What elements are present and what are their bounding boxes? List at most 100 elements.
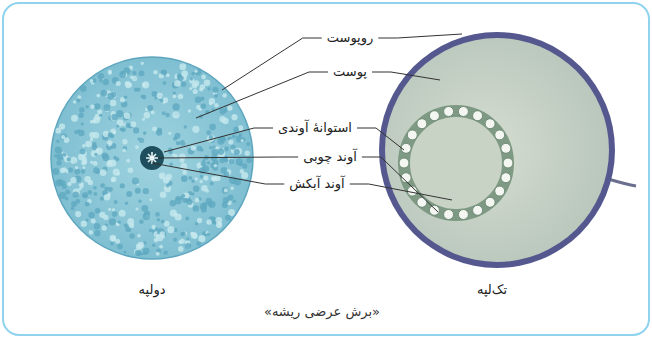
cell (209, 124, 216, 131)
cell (94, 192, 98, 196)
cell (97, 109, 102, 114)
cell (82, 166, 85, 169)
cell (110, 134, 115, 139)
cell (153, 70, 158, 75)
cell (176, 141, 180, 145)
cell (74, 130, 78, 134)
cell (195, 222, 198, 225)
cell (141, 205, 148, 212)
cell (218, 222, 222, 226)
cell (85, 141, 92, 148)
cell (180, 140, 186, 146)
cell (212, 87, 218, 93)
cell (203, 176, 208, 181)
cell (90, 79, 94, 83)
cell (112, 211, 118, 217)
cell (68, 167, 73, 172)
cell (117, 244, 123, 250)
cell (246, 157, 252, 163)
cell (82, 144, 86, 148)
cell (71, 207, 75, 211)
cell (212, 177, 217, 182)
cell (182, 194, 186, 198)
cell (90, 138, 94, 142)
cell (75, 211, 81, 217)
leader-line (152, 163, 265, 184)
cell (120, 128, 123, 131)
cell (214, 164, 218, 168)
cell (173, 103, 180, 110)
frame (3, 3, 649, 335)
cell (201, 103, 207, 109)
cell (102, 225, 107, 230)
cell (164, 185, 171, 192)
xylem-vessel (473, 111, 483, 121)
cell (160, 192, 167, 199)
cell (224, 147, 229, 152)
cell (188, 109, 191, 112)
cell (144, 112, 150, 118)
cell (122, 139, 127, 144)
cell (213, 146, 216, 149)
cell (152, 91, 158, 97)
figure-caption: «برش عرضی ریشه» (262, 303, 382, 321)
cell (173, 91, 176, 94)
cell (181, 82, 186, 87)
cell (93, 186, 97, 190)
cell (159, 245, 163, 249)
cell (128, 167, 134, 173)
cell (200, 175, 204, 179)
cell (182, 170, 187, 175)
cell (80, 85, 87, 92)
cell (211, 155, 217, 161)
cell (126, 191, 132, 197)
cell (227, 105, 232, 110)
cell (201, 207, 207, 213)
cell (175, 198, 182, 205)
cell (85, 218, 88, 221)
xylem-vessel (473, 205, 483, 215)
cell (136, 88, 140, 92)
cell (90, 105, 95, 110)
cell (82, 157, 87, 162)
cell (174, 80, 181, 87)
cell (201, 75, 206, 80)
cell (192, 83, 198, 89)
cell (185, 243, 191, 249)
leader-line (357, 128, 376, 129)
cell (168, 132, 171, 135)
cell (207, 87, 210, 90)
cell (190, 232, 194, 236)
leader-line (378, 38, 397, 39)
cell (137, 234, 141, 238)
cell (193, 185, 200, 192)
cell (214, 94, 218, 98)
cell (90, 161, 93, 164)
xylem-vessel (417, 119, 427, 129)
cell (161, 71, 165, 75)
cell (84, 194, 88, 198)
xylem-vessel (485, 119, 495, 129)
cell (210, 181, 214, 185)
cell (195, 177, 198, 180)
cell (228, 139, 233, 144)
cell (234, 149, 240, 155)
leader-line (381, 157, 438, 212)
cell (198, 235, 205, 242)
leader-line (303, 38, 322, 39)
cell (79, 113, 84, 118)
cell (163, 250, 168, 255)
cell (108, 70, 112, 74)
cell (167, 226, 174, 233)
cell (93, 161, 98, 166)
cell (143, 248, 150, 255)
cell (96, 94, 100, 98)
cell (98, 73, 105, 80)
cell (70, 177, 76, 183)
cell (104, 194, 111, 201)
xylem-vessel (501, 143, 511, 153)
xylem-vessel (458, 107, 468, 117)
cell (79, 107, 85, 113)
